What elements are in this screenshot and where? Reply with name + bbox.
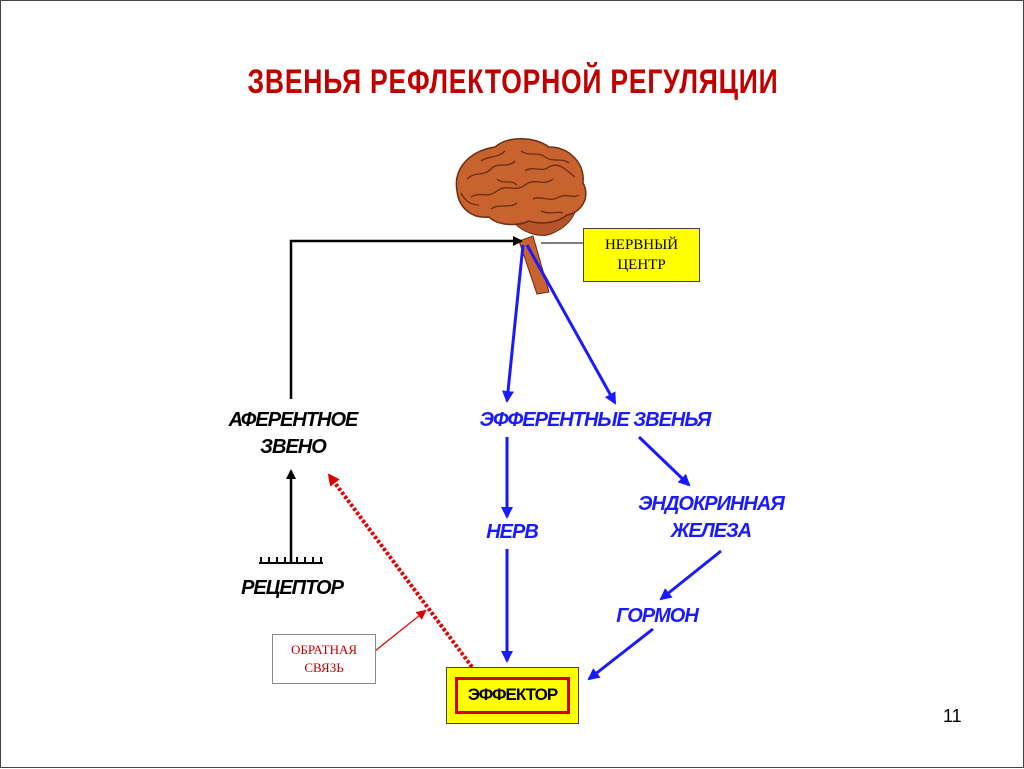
nerve-label: НЕРВ [486,521,539,543]
endocrine-gland-label: ЭНДОКРИННАЯ ЖЕЛЕЗА [633,491,789,545]
receptor-comb-icon [259,557,323,564]
feedback-box: ОБРАТНАЯ СВЯЗЬ [272,634,376,684]
nerve-center-box: НЕРВНЫЙ ЦЕНТР [583,228,700,282]
afferent-link-label: АФЕРЕНТНОЕ ЗВЕНО [223,407,363,461]
nerve-center-label-2: ЦЕНТР [617,257,666,273]
brain-icon [455,138,587,295]
receptor-label: РЕЦЕПТОР [241,577,344,599]
feedback-label-1: ОБРАТНАЯ [290,642,358,657]
page-number: 11 [943,706,962,726]
endocrine-line-1: ЭНДОКРИННАЯ [638,493,785,515]
nerve-center-label-1: НЕРВНЫЙ [604,237,679,253]
slide-title: ЗВЕНЬЯ РЕФЛЕКТОРНОЙ РЕГУЛЯЦИИ [247,63,779,101]
afferent-line-1: АФЕРЕНТНОЕ [228,409,359,431]
afferent-line-2: ЗВЕНО [260,436,327,458]
hormone-label: ГОРМОН [616,605,699,627]
endocrine-line-2: ЖЕЛЕЗА [670,520,752,542]
effector-label: ЭФФЕКТОР [455,677,570,714]
feedback-label-2: СВЯЗЬ [304,660,344,675]
efferent-links-label: ЭФФЕРЕНТНЫЕ ЗВЕНЬЯ [479,409,712,431]
effector-box: ЭФФЕКТОР [446,667,579,724]
